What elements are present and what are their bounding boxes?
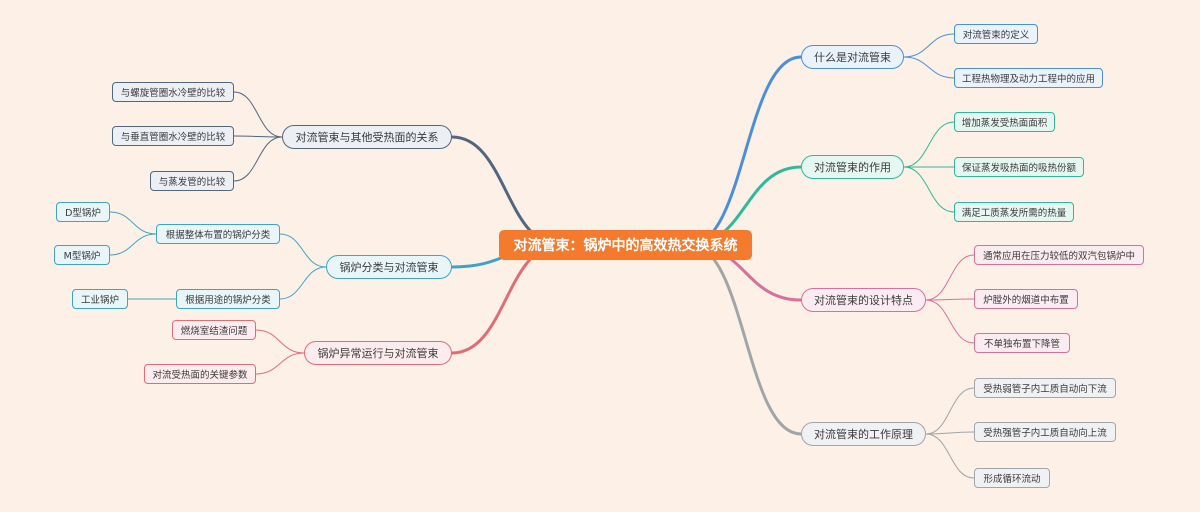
topic-working-principle[interactable]: 对流管束的工作原理 [801, 422, 926, 446]
sub-by-purpose[interactable]: 根据用途的锅炉分类 [176, 289, 280, 309]
leaf-engineering-application[interactable]: 工程热物理及动力工程中的应用 [954, 68, 1103, 88]
leaf-weak-heat-downflow[interactable]: 受热弱管子内工质自动向下流 [974, 378, 1116, 398]
leaf-circulation[interactable]: 形成循环流动 [974, 468, 1050, 488]
sub-overall-layout[interactable]: 根据整体布置的锅炉分类 [156, 224, 280, 244]
leaf-line [925, 254, 975, 301]
leaf-line [903, 121, 955, 168]
leaf-flue-layout[interactable]: 炉膛外的烟道中布置 [974, 289, 1078, 309]
leaf-line [903, 56, 955, 79]
topic-abnormal-operation[interactable]: 锅炉异常运行与对流管束 [304, 341, 452, 365]
topic-design-features[interactable]: 对流管束的设计特点 [801, 288, 926, 312]
root-topic[interactable]: 对流管束：锅炉中的高效热交换系统 [499, 230, 752, 260]
leaf-heat-required[interactable]: 满足工质蒸发所需的热量 [954, 202, 1074, 222]
leaf-low-pressure-drum[interactable]: 通常应用在压力较低的双汽包锅炉中 [974, 245, 1144, 265]
leaf-line [903, 166, 955, 213]
leaf-line [925, 431, 975, 435]
leaf-line [255, 329, 305, 354]
leaf-m-type-boiler[interactable]: M型锅炉 [54, 245, 110, 265]
leaf-line [109, 211, 157, 235]
leaf-line [233, 135, 283, 138]
branch-line [450, 135, 562, 247]
leaf-evaporation-tube[interactable]: 与蒸发管的比较 [150, 171, 234, 191]
leaf-increase-area[interactable]: 增加蒸发受热面面积 [954, 112, 1055, 132]
branch-line [450, 243, 562, 355]
leaf-key-parameters[interactable]: 对流受热面的关键参数 [144, 364, 256, 384]
topic-relation-other-surfaces[interactable]: 对流管束与其他受热面的关系 [282, 125, 452, 149]
leaf-line [255, 352, 305, 375]
leaf-line [279, 233, 327, 268]
topic-boiler-classification[interactable]: 锅炉分类与对流管束 [326, 255, 452, 279]
leaf-spiral-waterwall[interactable]: 与螺旋管圈水冷壁的比较 [112, 82, 234, 102]
leaf-line [925, 387, 975, 435]
leaf-line [925, 299, 975, 344]
leaf-d-type-boiler[interactable]: D型锅炉 [56, 202, 110, 222]
leaf-slagging[interactable]: 燃烧室结渣问题 [172, 320, 256, 340]
leaf-line [903, 33, 955, 58]
leaf-line [233, 91, 283, 138]
leaf-line [109, 233, 157, 256]
leaf-industrial-boiler[interactable]: 工业锅炉 [72, 289, 128, 309]
leaf-definition[interactable]: 对流管束的定义 [954, 24, 1038, 44]
leaf-line [925, 298, 975, 301]
leaf-no-downcomer[interactable]: 不单独布置下降管 [974, 333, 1070, 353]
leaf-absorption-share[interactable]: 保证蒸发吸热面的吸热份额 [954, 157, 1084, 177]
topic-function[interactable]: 对流管束的作用 [801, 155, 904, 179]
leaf-strong-heat-upflow[interactable]: 受热强管子内工质自动向上流 [974, 422, 1116, 442]
topic-what-is-convection-bank[interactable]: 什么是对流管束 [801, 45, 904, 69]
leaf-line [925, 433, 975, 479]
leaf-line [279, 266, 327, 300]
leaf-vertical-waterwall[interactable]: 与垂直管圈水冷壁的比较 [112, 126, 234, 146]
leaf-line [233, 136, 283, 182]
branch-line [688, 55, 803, 247]
